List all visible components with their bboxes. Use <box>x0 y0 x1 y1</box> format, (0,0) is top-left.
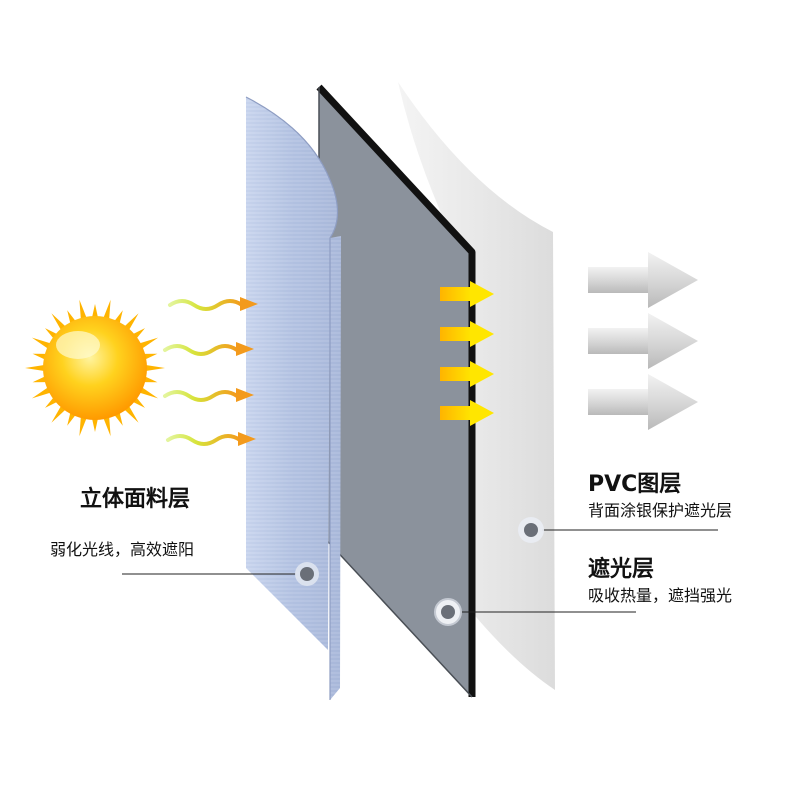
callout-front-fabric: 立体面料层 弱化光线，高效遮阳 <box>50 486 319 586</box>
sun-ray <box>32 353 47 360</box>
sun-ray <box>51 313 67 331</box>
wavy-arrow-icon <box>163 388 254 402</box>
gray-arrow-icon <box>588 374 698 430</box>
outgoing-light-arrows <box>588 252 698 430</box>
sun-ray <box>31 386 52 399</box>
pvc-layer-panel <box>398 82 555 690</box>
sun-ray <box>79 299 87 320</box>
sun-ray <box>103 299 111 320</box>
blackout-layer-title: 遮光层 <box>588 556 654 582</box>
absorbed-heat-arrows <box>440 281 494 426</box>
front-fabric-title: 立体面料层 <box>80 486 190 512</box>
sun-ray <box>31 337 52 350</box>
sun-rays <box>25 299 165 437</box>
sun-ray <box>91 417 99 432</box>
blackout-layer-desc: 吸收热量，遮挡强光 <box>588 586 732 605</box>
front-fabric-panel <box>245 96 341 700</box>
sun-ray <box>25 364 46 372</box>
callout-pvc-layer: PVC图层 背面涂银保护遮光层 <box>518 472 732 543</box>
sun-ray <box>91 304 99 319</box>
yellow-arrow-icon <box>440 281 494 307</box>
front-fabric-desc: 弱化光线，高效遮阳 <box>50 540 194 559</box>
sun-ray <box>138 386 159 399</box>
yellow-arrow-icon <box>440 321 494 347</box>
sun-ray <box>51 405 67 423</box>
sun-ray <box>32 376 47 383</box>
wavy-arrow-icon <box>166 432 256 446</box>
incoming-light-arrows <box>163 297 258 446</box>
yellow-arrow-icon <box>440 361 494 387</box>
sun-ray <box>123 405 139 423</box>
callout-dot-icon <box>518 517 544 543</box>
callout-dot-icon <box>434 598 462 626</box>
callout-blackout-layer: 遮光层 吸收热量，遮挡强光 <box>434 556 732 626</box>
sun-ray <box>144 364 165 372</box>
sun-ray <box>79 416 87 437</box>
sun-icon <box>25 299 165 437</box>
sun-ray <box>138 337 159 350</box>
sun-ray <box>123 313 139 331</box>
sun-ray <box>143 376 158 383</box>
callout-dot-icon <box>295 562 319 586</box>
yellow-arrow-icon <box>440 400 494 426</box>
pvc-layer-title: PVC图层 <box>588 472 681 497</box>
wavy-arrow-icon <box>163 342 254 356</box>
sun-ray <box>143 353 158 360</box>
gray-arrow-icon <box>588 252 698 308</box>
sun-ray <box>103 416 111 437</box>
gray-arrow-icon <box>588 313 698 369</box>
wavy-arrow-icon <box>168 297 258 311</box>
pvc-layer-desc: 背面涂银保护遮光层 <box>588 501 732 520</box>
